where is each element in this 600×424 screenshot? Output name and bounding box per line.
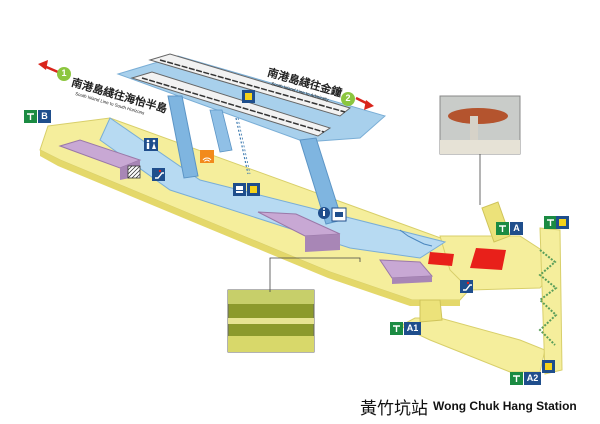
red-area-left	[428, 252, 454, 266]
exit-letter-tile-b	[38, 110, 51, 123]
exit-letter-tile-a2	[524, 372, 541, 385]
escalator-icon	[152, 168, 165, 181]
shop-units	[58, 139, 434, 284]
red-area-right	[470, 248, 506, 270]
information-icon	[318, 207, 330, 219]
exit-icon	[496, 222, 509, 235]
lift-icon	[242, 90, 255, 103]
exit-label-a1: A1	[406, 323, 419, 333]
exit-icon	[390, 322, 403, 335]
escalator-icon	[460, 280, 473, 293]
platform-number-2: 2	[345, 93, 351, 103]
train-lower	[130, 71, 332, 137]
stair-block	[127, 165, 141, 179]
lift-icon	[247, 183, 260, 196]
station-name-zh: 黃竹坑站	[360, 399, 428, 419]
exit-icon	[24, 110, 37, 123]
exit-icon	[544, 216, 557, 229]
photo-inset-top-right	[439, 95, 521, 205]
train-upper	[148, 53, 352, 117]
platform-number-circle-1	[57, 67, 71, 81]
customer-service-icon	[331, 207, 347, 222]
exit-label-b: B	[41, 111, 48, 121]
lift-icon	[556, 216, 569, 229]
exit-letter-tile-a	[510, 222, 523, 235]
exit-label-a: A	[513, 223, 520, 233]
platform-number-circle-2	[341, 92, 355, 106]
exit-letter-tile-a1	[404, 322, 421, 335]
lift-icon	[542, 360, 555, 373]
wifi-icon	[200, 150, 214, 163]
ticket-machine-icon	[233, 183, 246, 196]
toilet-icon	[144, 138, 158, 151]
exit-label-a2: A2	[526, 373, 539, 383]
exit-icon	[510, 372, 523, 385]
platform-number-1: 1	[61, 68, 67, 78]
direction-arrow-left	[38, 60, 59, 74]
station-name-en: Wong Chuk Hang Station	[433, 399, 577, 413]
photo-inset-center	[227, 257, 361, 353]
direction-arrow-right	[355, 96, 374, 110]
